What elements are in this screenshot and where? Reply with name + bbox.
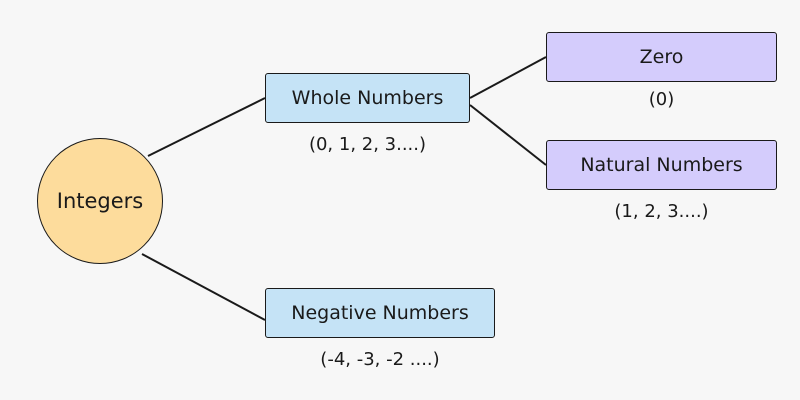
natural-numbers-label: Natural Numbers <box>580 154 743 176</box>
natural-numbers-range: (1, 2, 3....) <box>614 201 709 222</box>
whole-numbers-range: (0, 1, 2, 3....) <box>308 134 427 155</box>
negative-numbers-range: (-4, -3, -2 ....) <box>320 349 440 370</box>
negative-numbers-node: Negative Numbers <box>265 288 495 338</box>
zero-node: Zero <box>546 32 777 82</box>
connector-integers-negative <box>141 253 266 321</box>
zero-range: (0) <box>648 89 675 110</box>
integers-label: Integers <box>56 189 144 213</box>
connector-whole-natural <box>469 104 547 166</box>
whole-numbers-node: Whole Numbers <box>265 73 470 123</box>
negative-numbers-label: Negative Numbers <box>291 302 469 324</box>
natural-numbers-node: Natural Numbers <box>546 140 777 190</box>
integers-node: Integers <box>37 138 163 264</box>
whole-numbers-label: Whole Numbers <box>291 87 444 109</box>
connector-integers-whole <box>147 97 266 157</box>
connector-whole-zero <box>469 56 547 99</box>
zero-label: Zero <box>639 46 684 68</box>
